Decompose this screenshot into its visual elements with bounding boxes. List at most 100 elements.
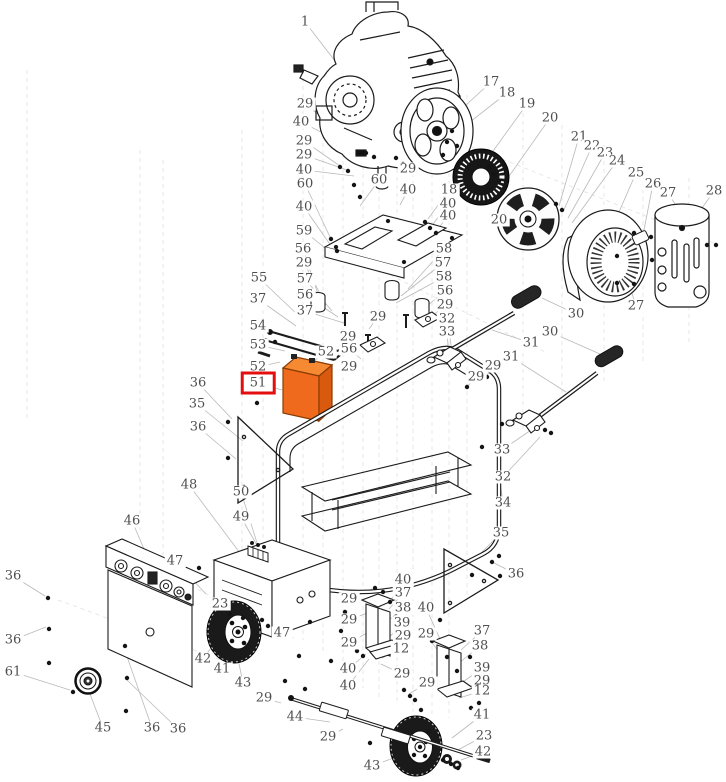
part-label: 56 — [338, 341, 360, 357]
part-label: 17 — [480, 74, 502, 90]
part-label: 59 — [293, 223, 315, 239]
end-cover — [562, 209, 649, 303]
part-label: 31 — [520, 335, 542, 351]
part-label: 30 — [565, 306, 587, 322]
right-gusset-plate — [443, 547, 500, 615]
part-label: 45 — [92, 720, 114, 736]
part-label: 32 — [492, 469, 514, 485]
front-wheel — [206, 600, 262, 664]
part-label: 23 — [473, 728, 495, 744]
part-label: 47 — [164, 553, 186, 569]
part-label: 35 — [490, 525, 512, 541]
spacer-part — [631, 230, 650, 246]
part-label: 56 — [294, 287, 316, 303]
part-label: 40 — [337, 661, 359, 677]
part-label: 41 — [211, 661, 233, 677]
rubber-mounts — [310, 279, 442, 353]
part-label: 20 — [539, 110, 561, 126]
part-label: 61 — [2, 664, 24, 680]
part-label: 29 — [317, 729, 339, 745]
part-label: 29 — [397, 161, 419, 177]
part-label: 37 — [247, 291, 269, 307]
part-label: 40 — [293, 199, 315, 215]
part-label: 49 — [230, 509, 252, 525]
axle-rod — [288, 695, 491, 764]
part-label: 46 — [121, 513, 143, 529]
muffler-tank — [654, 203, 710, 308]
part-label: 29 — [465, 369, 487, 385]
flywheel — [400, 87, 474, 175]
part-label: 40 — [415, 600, 437, 616]
part-label: 31 — [500, 349, 522, 365]
part-label: 36 — [2, 632, 24, 648]
part-label: 40 — [437, 208, 459, 224]
part-label: 38 — [469, 638, 491, 654]
part-label: 57 — [432, 255, 454, 271]
part-label: 37 — [471, 623, 493, 639]
part-label: 40 — [392, 572, 414, 588]
part-label: 52 — [315, 344, 337, 360]
part-label: 29 — [293, 133, 315, 149]
hinge-lower — [505, 409, 546, 434]
part-label: 42 — [472, 744, 494, 760]
part-label: 38 — [392, 600, 414, 616]
part-label: 57 — [294, 271, 316, 287]
part-label: 18 — [496, 85, 518, 101]
part-label: 36 — [187, 419, 209, 435]
part-label: 29 — [337, 329, 359, 345]
part-label: 58 — [433, 269, 455, 285]
part-label: 28 — [703, 183, 725, 199]
part-label: 36 — [141, 720, 163, 736]
part-label: 33 — [491, 442, 513, 458]
part-label: 39 — [471, 660, 493, 676]
part-label: 56 — [434, 283, 456, 299]
part-label: 33 — [436, 324, 458, 340]
part-label: 29 — [294, 96, 316, 112]
alternator-rotor — [452, 148, 510, 206]
part-label: 39 — [391, 615, 413, 631]
part-label: 43 — [232, 675, 254, 691]
part-label-highlighted: 51 — [240, 371, 276, 395]
part-label: 40 — [437, 196, 459, 212]
part-label: 29 — [392, 628, 414, 644]
part-label: 29 — [338, 612, 360, 628]
part-label: 36 — [187, 375, 209, 391]
part-label: 60 — [294, 176, 316, 192]
control-panel — [104, 538, 210, 688]
part-label: 27 — [657, 185, 679, 201]
part-label: 19 — [516, 96, 538, 112]
part-label: 29 — [391, 666, 413, 682]
part-label: 58 — [433, 241, 455, 257]
part-label: 29 — [367, 309, 389, 325]
part-label: 36 — [2, 568, 24, 584]
part-label: 29 — [471, 673, 493, 689]
part-label: 27 — [625, 298, 647, 314]
part-label: 29 — [482, 358, 504, 374]
part-label: 60 — [368, 172, 390, 188]
part-label: 50 — [230, 484, 252, 500]
part-label: 47 — [271, 625, 293, 641]
part-label: 42 — [192, 651, 214, 667]
part-label: 35 — [186, 396, 208, 412]
fastener-dots — [45, 128, 719, 771]
part-label: 29 — [293, 147, 315, 163]
part-label: 40 — [293, 162, 315, 178]
part-label: 29 — [338, 591, 360, 607]
part-label: 29 — [434, 297, 456, 313]
part-label: 24 — [606, 153, 628, 169]
part-label: 52 — [247, 359, 269, 375]
part-label: 53 — [247, 337, 269, 353]
part-label: 20 — [488, 212, 510, 228]
part-label: 29 — [338, 635, 360, 651]
part-label: 30 — [539, 324, 561, 340]
part-label: 1 — [298, 14, 312, 30]
part-label: 54 — [247, 318, 269, 334]
part-label: 55 — [248, 270, 270, 286]
handle-upper — [447, 285, 542, 353]
engine-mount-plate — [323, 214, 464, 279]
part-label: 12 — [390, 641, 412, 657]
part-label: 44 — [284, 709, 306, 725]
